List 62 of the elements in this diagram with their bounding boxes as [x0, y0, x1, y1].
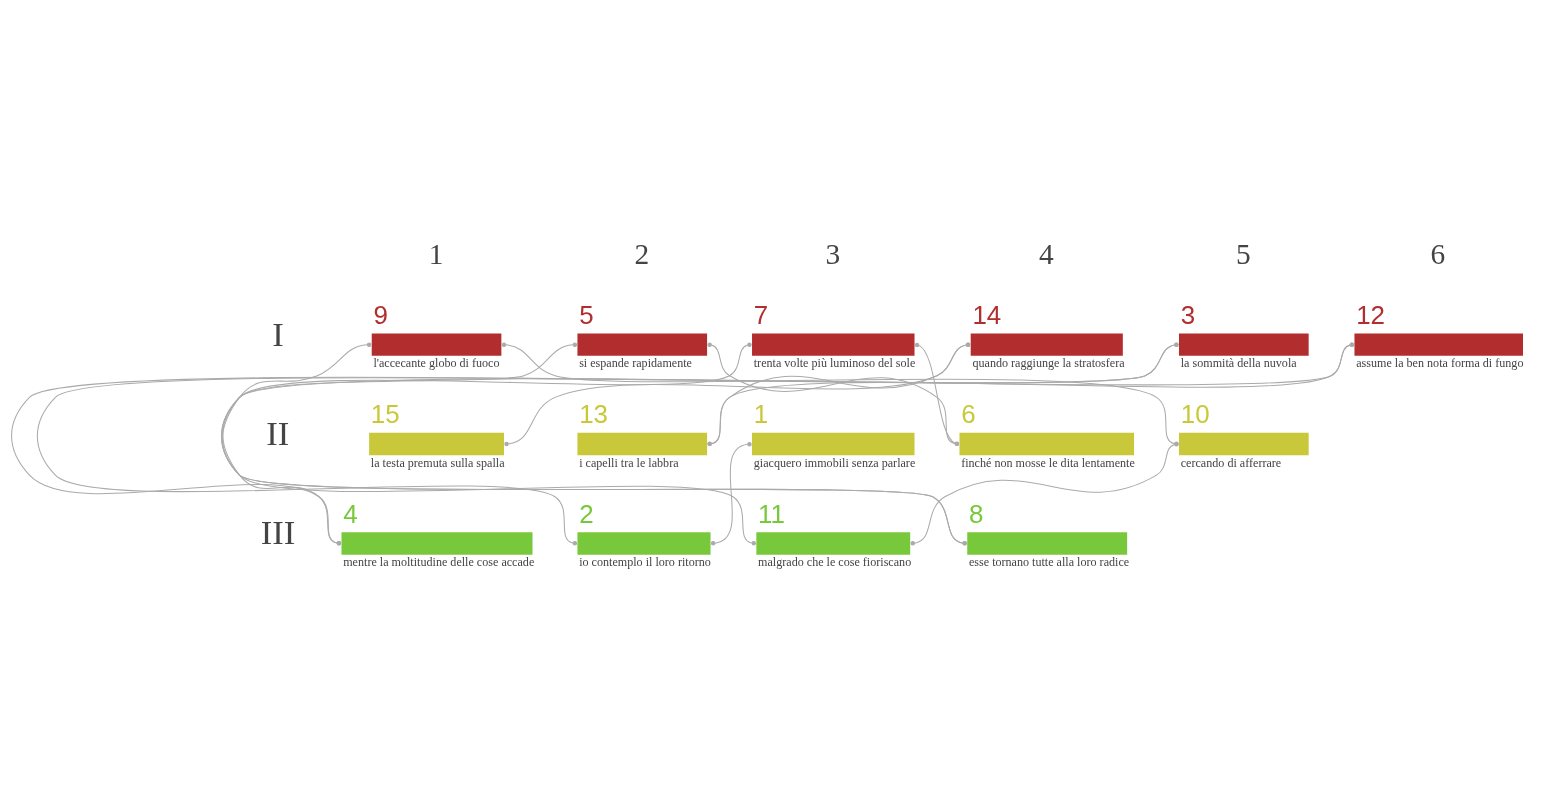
connector [707, 342, 1355, 447]
node-box-text [752, 333, 915, 356]
node-label: 1 [753, 400, 769, 429]
node-label: 11 [758, 499, 785, 528]
node-label: esse tornano tutte alla loro radice [968, 555, 1130, 570]
node-box-text [756, 532, 911, 555]
node-box [371, 333, 502, 356]
label: 5 [1236, 238, 1251, 271]
node-box [577, 432, 708, 456]
node-box-text [577, 532, 711, 555]
connector [710, 441, 752, 546]
node-box-text [1354, 333, 1523, 356]
node-box [1179, 432, 1309, 456]
connector [501, 342, 1179, 447]
label: 2 [634, 238, 650, 271]
node-label: 3 [1180, 300, 1196, 329]
node-label: 13 [579, 400, 608, 429]
node-label: malgrado che le cose fioriscano [758, 555, 912, 570]
node-label: mentre la moltitudine delle cose accade [343, 555, 535, 570]
node-label: 15 [370, 400, 400, 429]
label: II [266, 413, 290, 452]
node-label: la sommità della nuvola [1180, 356, 1297, 371]
node-box [1179, 333, 1309, 356]
node-label: 8 [968, 499, 984, 528]
node-label: 10 [1180, 400, 1210, 429]
connector [910, 442, 1179, 546]
label: 1 [428, 238, 444, 271]
node-label: 5 [579, 300, 594, 329]
node-label: cercando di afferrare [1180, 455, 1282, 470]
connector [914, 342, 960, 446]
label: I [272, 314, 284, 353]
node-label: trenta volte più luminoso del sole [753, 356, 916, 371]
label: 6 [1430, 238, 1446, 271]
node-label: 7 [753, 300, 769, 329]
node-box [959, 432, 1135, 456]
connector [220, 342, 1355, 546]
node-label: quando raggiunge la stratosfera [972, 356, 1125, 371]
node-label: giacquero immobili senza parlare [753, 455, 916, 470]
node-label: i capelli tra le labbra [579, 455, 679, 470]
node-label: assume la ben nota forma di fungo [1356, 356, 1524, 371]
node-box-text [369, 432, 504, 456]
node-label: finché non mosse le dita lentamente [961, 455, 1135, 470]
node-label: 2 [579, 499, 594, 528]
label: 3 [825, 238, 841, 271]
node-box-text [752, 432, 915, 456]
node-label: 4 [343, 499, 358, 528]
node-label: 12 [1356, 300, 1386, 329]
node-label: 9 [373, 300, 388, 329]
node-label: la testa premuta sulla spalla [370, 455, 505, 470]
label: 4 [1038, 238, 1054, 271]
node-label: 14 [972, 300, 1002, 329]
connector [504, 342, 971, 447]
node-box-text [341, 532, 533, 555]
node-label: io contemplo il loro ritorno [579, 555, 711, 570]
node-label: 6 [961, 400, 976, 429]
node-box [577, 333, 708, 356]
label: III [260, 513, 296, 552]
node-box-text [967, 532, 1128, 555]
node-label: si espande rapidamente [579, 356, 693, 371]
connector [222, 342, 578, 546]
node-label: l'accecante globo di fuoco [373, 356, 500, 371]
node-box [970, 333, 1123, 356]
